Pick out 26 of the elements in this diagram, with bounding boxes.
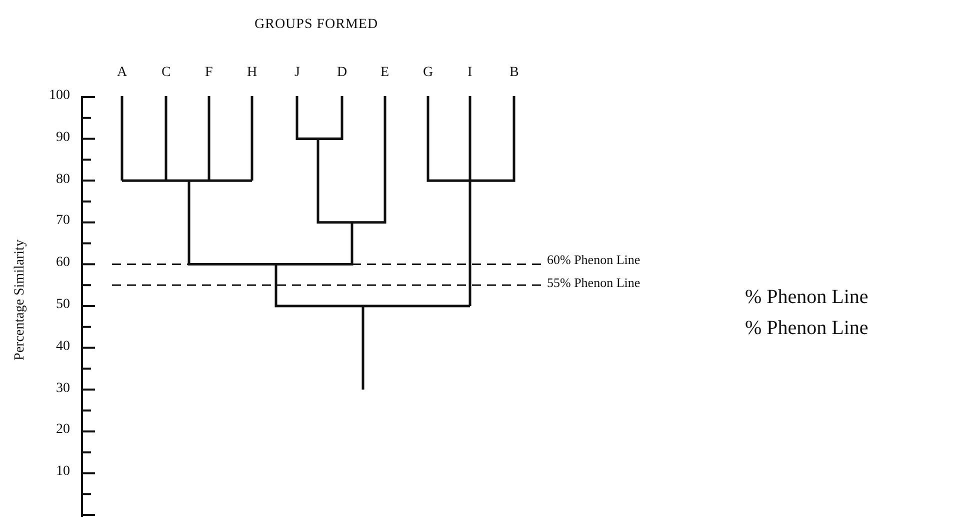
- leaf-label: F: [205, 66, 213, 80]
- axis-tick-label: 50: [56, 298, 70, 312]
- axis-tick-label: 70: [56, 214, 70, 228]
- chart-title: GROUPS FORMED: [254, 18, 378, 32]
- axis-tick-label: 10: [56, 465, 70, 480]
- leaf-label: C: [162, 66, 171, 80]
- axis-tick-label: 40: [56, 340, 70, 354]
- axis-tick-label: 60: [56, 256, 70, 270]
- axis-tick-label: 100: [49, 89, 70, 103]
- axis-tick-label: 80: [56, 172, 70, 187]
- axis-tick-label: 20: [56, 423, 70, 438]
- leaf-label: D: [337, 66, 348, 80]
- leaf-label: H: [247, 66, 258, 80]
- leaf-label: J: [294, 66, 300, 80]
- leaf-label: E: [380, 66, 390, 80]
- leaf-label: A: [117, 66, 128, 80]
- leaf-label: B: [510, 66, 519, 80]
- axis-title: Percentage Similarity: [12, 240, 27, 360]
- leaf-label: G: [423, 66, 434, 80]
- phenon-line-label: 60% Phenon Line: [547, 253, 640, 266]
- phenon-line-label: 55% Phenon Line: [547, 276, 640, 290]
- phenon-line-label: % Phenon Line: [745, 318, 868, 338]
- phenon-line-label: % Phenon Line: [745, 287, 868, 307]
- axis-tick-label: 30: [56, 382, 70, 396]
- leaf-label: I: [468, 66, 472, 80]
- axis-tick-label: 90: [56, 130, 70, 145]
